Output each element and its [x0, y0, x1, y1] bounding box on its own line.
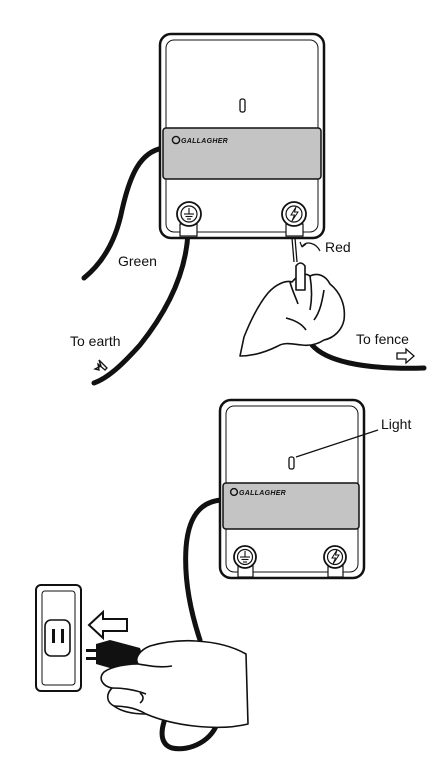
lightning-bolt-icon: [290, 206, 299, 222]
label-to-fence: To fence: [356, 331, 409, 347]
top-brand-text: GALLAGHER: [181, 138, 228, 145]
bottom-earth-terminal: [233, 545, 257, 578]
fence-terminal: [281, 201, 307, 237]
top-label-panel: [162, 127, 322, 180]
label-to-earth: To earth: [70, 333, 121, 349]
label-red: Red: [325, 239, 351, 255]
bottom-lightning-bolt-icon: [331, 549, 340, 565]
earth-lead: [91, 229, 191, 386]
earth-terminal: [176, 201, 202, 237]
earth-symbol-icon: [184, 208, 194, 220]
top-hand: [239, 262, 346, 357]
label-green: Green: [118, 253, 157, 269]
label-light: Light: [381, 416, 411, 432]
to-fence-arrow-icon: [396, 347, 415, 365]
bottom-hand: [100, 639, 249, 729]
to-earth-arrow-icon: [93, 359, 108, 371]
bottom-fence-terminal: [323, 545, 347, 578]
fence-lead: [309, 342, 427, 371]
bottom-brand-text: GALLAGHER: [239, 490, 286, 497]
bottom-earth-symbol-icon: [240, 551, 250, 563]
top-gallagher-logo: GALLAGHER: [171, 135, 228, 145]
wall-outlet: [35, 584, 82, 692]
bottom-figure: Light GALLAGHER: [35, 398, 411, 752]
bottom-power-cord: [159, 497, 224, 752]
top-power-cord: [81, 145, 166, 281]
bottom-gallagher-logo: GALLAGHER: [229, 487, 286, 497]
power-plug: [86, 640, 144, 668]
bottom-indicator-light: [288, 456, 295, 470]
bottom-label-panel: [222, 482, 360, 530]
top-indicator-light: [239, 98, 246, 113]
top-figure: GALLAGHER: [70, 32, 427, 386]
outlet-socket: [44, 619, 71, 657]
unplug-arrow-icon: [87, 609, 128, 641]
